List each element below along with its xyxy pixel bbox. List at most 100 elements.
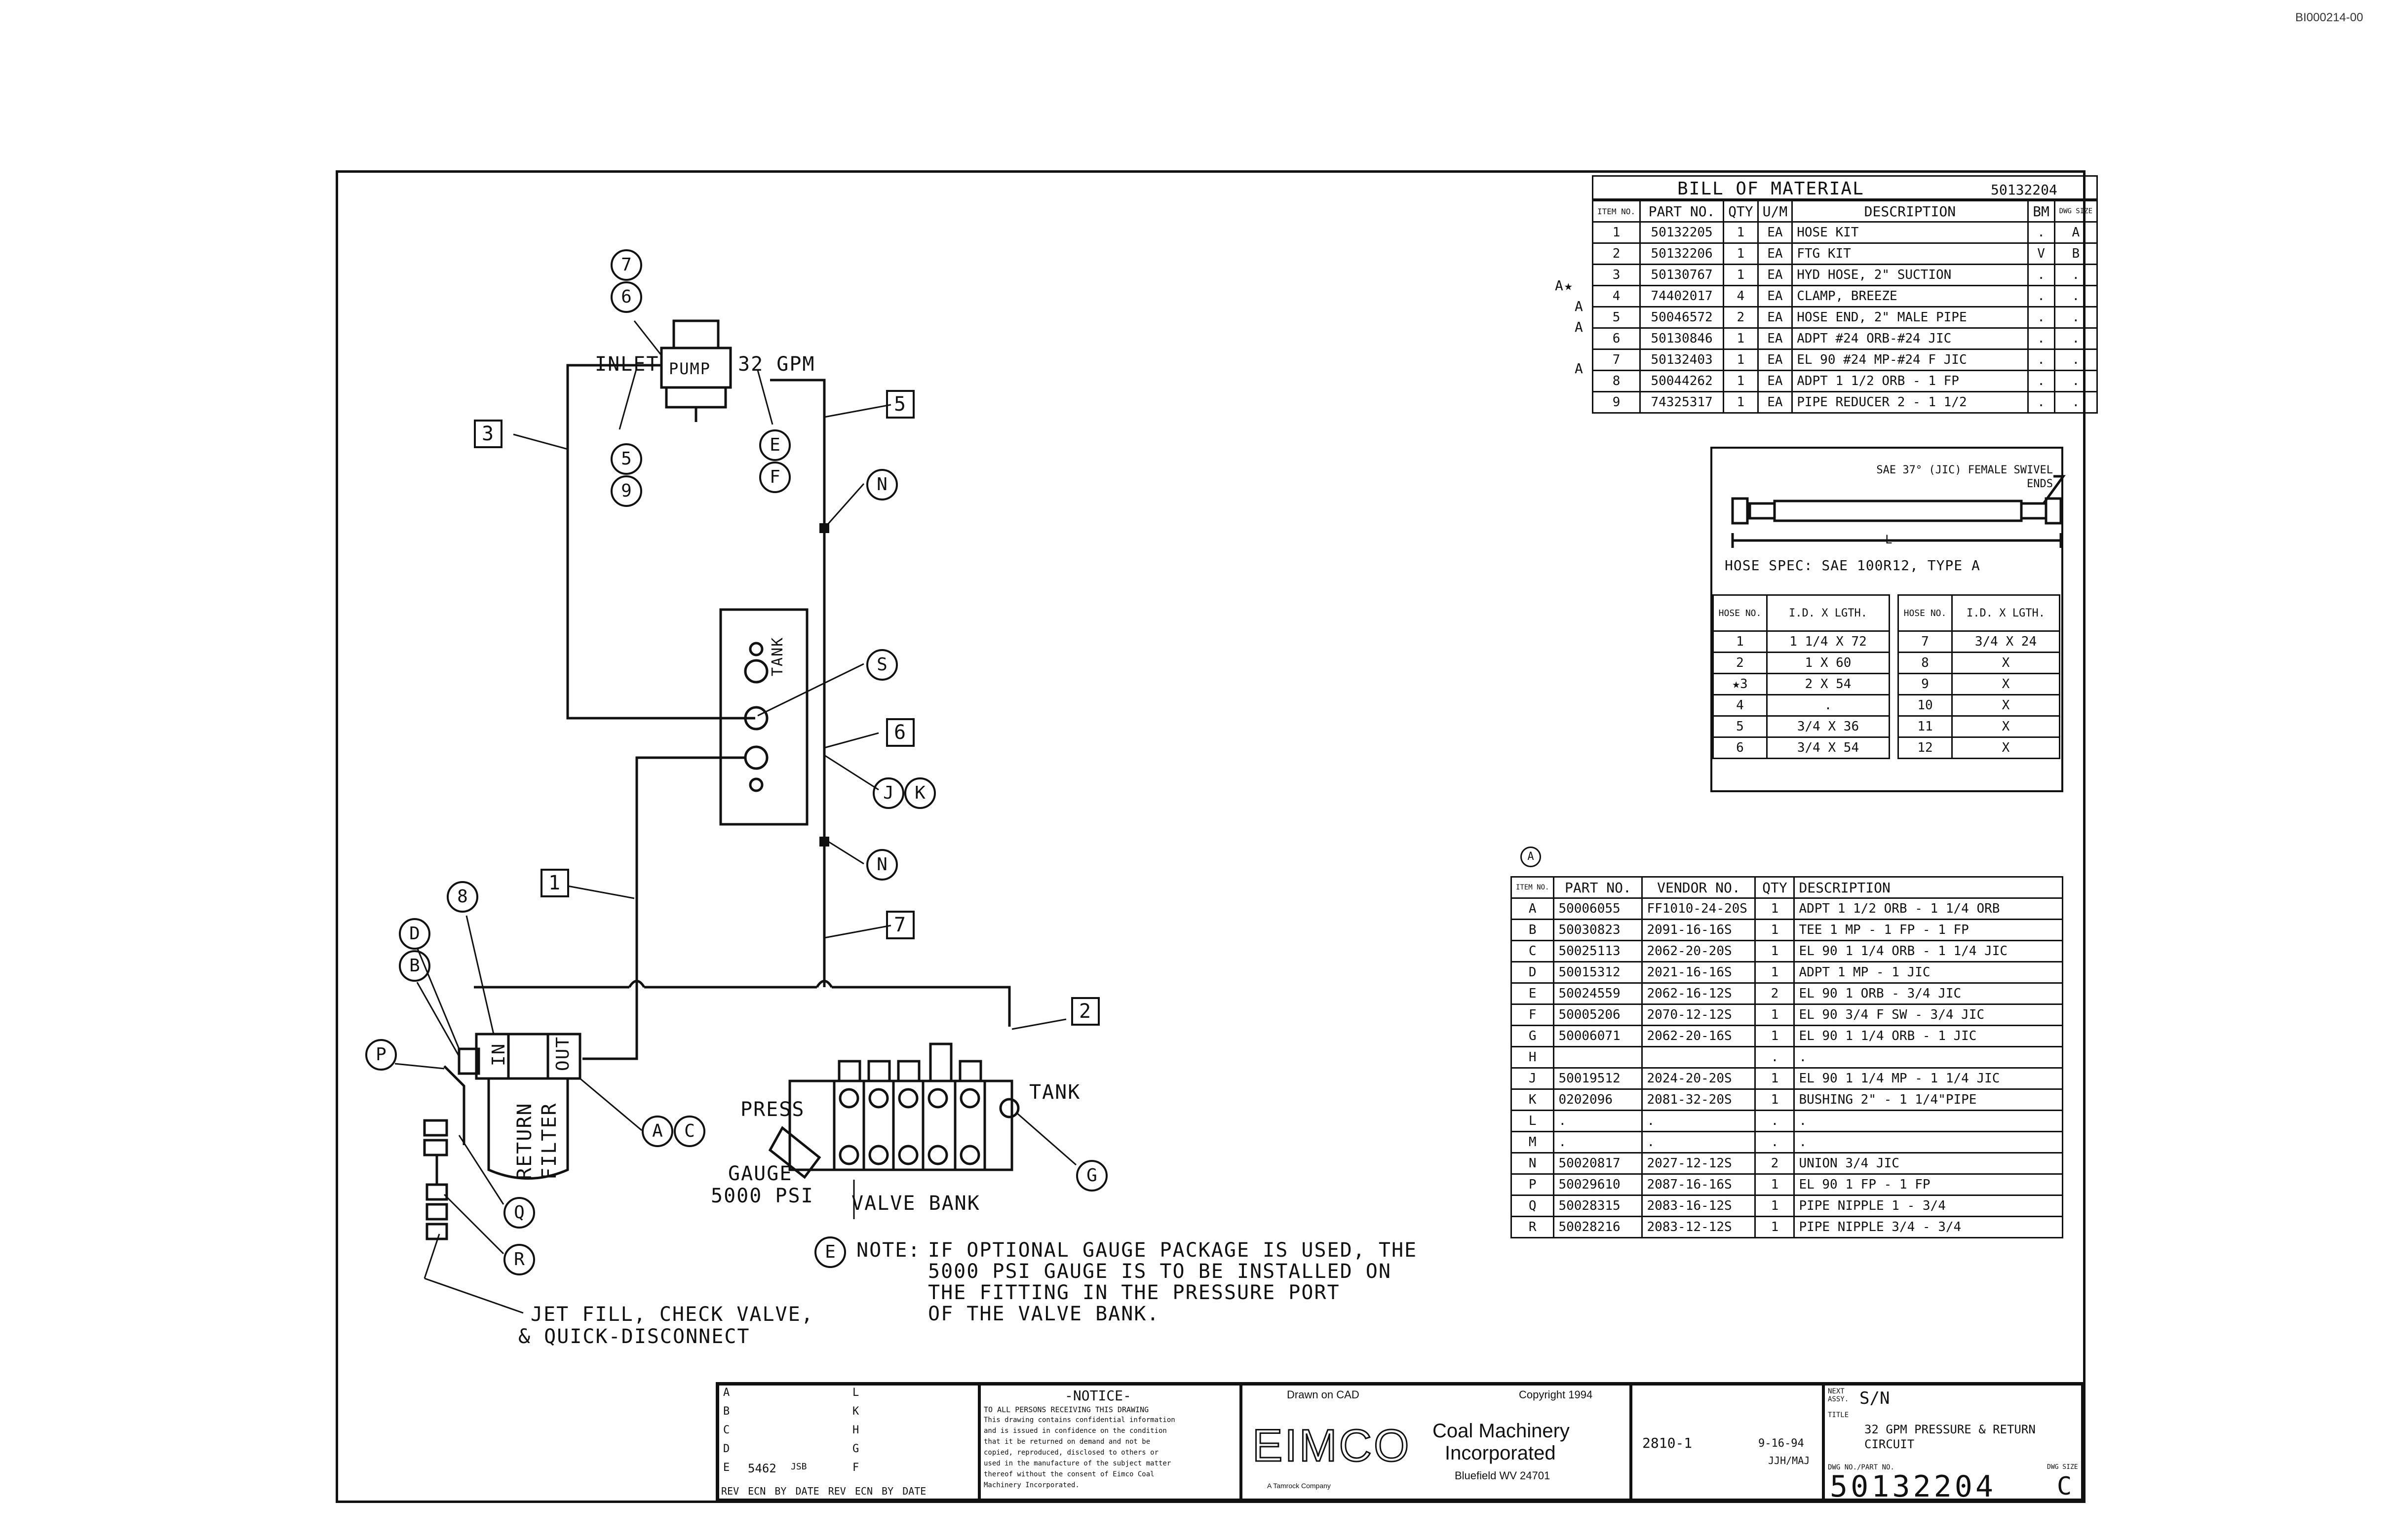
notice-line: Machinery Incorporated. [984, 1481, 1080, 1489]
fitting-cell: EL 90 1 ORB - 3/4 JIC [1793, 982, 2063, 1005]
notice-line: thereof without the consent of Eimco Coa… [984, 1470, 1155, 1478]
hose-cell: 3/4 X 54 [1766, 736, 1890, 759]
fitting-cell: 1 [1754, 1003, 1795, 1026]
notice-line: and is issued in confidence on the condi… [984, 1427, 1167, 1435]
bom-cell: EA [1757, 242, 1793, 265]
callout-circle: P [365, 1039, 397, 1071]
filter-in-label: IN [489, 1042, 509, 1066]
drawing-frame [336, 170, 2086, 1503]
document-id: BI000214-00 [2295, 11, 2363, 24]
bom-mark: A [1575, 319, 1584, 335]
fitting-cell: TEE 1 MP - 1 FP - 1 FP [1793, 919, 2063, 941]
rev-header: ECN [854, 1485, 873, 1497]
company-block: Drawn on CAD Copyright 1994 EIMCO Coal M… [1241, 1384, 1631, 1501]
hose-header-no: HOSE NO. [1897, 594, 1953, 632]
hose-cell: ★3 [1712, 673, 1768, 695]
bom-cell: . [2027, 391, 2055, 414]
fitting-cell: 1 [1754, 1025, 1795, 1047]
hose-cell: 10 [1897, 694, 1953, 717]
notice-box: -NOTICE- TO ALL PERSONS RECEIVING THIS D… [979, 1384, 1241, 1501]
fitting-cell: G [1510, 1025, 1555, 1047]
rev-header: BY [774, 1485, 787, 1497]
rev-mark: L [852, 1386, 859, 1399]
bom-cell: EA [1757, 348, 1793, 371]
revision-grid: A B C D E L K H G F 5462 JSB REV ECN BY … [718, 1384, 979, 1501]
fitting-cell: 2062-20-20S [1641, 940, 1756, 962]
fitting-cell [1553, 1046, 1643, 1069]
bom-cell: . [2027, 285, 2055, 308]
title-block: A B C D E L K H G F 5462 JSB REV ECN BY … [716, 1382, 2083, 1504]
fitting-cell: . [1641, 1131, 1756, 1154]
callout-circle: N [866, 469, 898, 500]
rev-header: REV [721, 1485, 739, 1497]
callout-circle: R [503, 1244, 535, 1275]
bom-cell: FTG KIT [1791, 242, 2029, 265]
fitting-cell: H [1510, 1046, 1555, 1069]
hose-cell: 12 [1897, 736, 1953, 759]
fitting-cell: L [1510, 1110, 1555, 1132]
bom-title: BILL OF MATERIAL [1677, 179, 1864, 199]
callout-box: 2 [1071, 997, 1100, 1026]
fitting-cell: 50029610 [1553, 1173, 1643, 1196]
fitting-cell: B [1510, 919, 1555, 941]
callout-box: 1 [541, 869, 570, 897]
next-assy-label: NEXT ASSY. [1828, 1387, 1849, 1403]
notice-line: used in the manufacture of the subject m… [984, 1460, 1171, 1467]
callout-circle: A [642, 1116, 673, 1147]
gpm-label: 32 GPM [738, 353, 815, 376]
company-name-1: Coal Machinery [1432, 1420, 1570, 1442]
fitting-cell: 2 [1754, 982, 1795, 1005]
bom-cell: . [2027, 348, 2055, 371]
eimco-logo: EIMCO [1252, 1420, 1411, 1472]
fitting-cell: D [1510, 961, 1555, 984]
fitting-row: M.... [1510, 1131, 2063, 1154]
fitting-header-row: ITEM NO. PART NO. VENDOR NO. QTY DESCRIP… [1510, 876, 2063, 899]
fitting-cell: 2083-12-12S [1641, 1216, 1756, 1238]
gauge-psi-label: 5000 PSI [711, 1185, 814, 1207]
rev-mark: F [852, 1462, 859, 1474]
fitting-cell: 50020817 [1553, 1152, 1643, 1175]
bom-mark: A★ [1555, 277, 1574, 294]
rev-mark: A [723, 1386, 730, 1399]
rev-mark: D [723, 1443, 730, 1455]
pump-label: PUMP [669, 359, 711, 378]
press-label: PRESS [740, 1098, 805, 1121]
callout-circle: 7 [611, 249, 642, 281]
fitting-cell: 50015312 [1553, 961, 1643, 984]
bom-cell: 50044262 [1639, 370, 1725, 392]
fitting-cell: PIPE NIPPLE 1 - 3/4 [1793, 1194, 2063, 1217]
fitting-cell: 50028315 [1553, 1194, 1643, 1217]
bom-cell: EA [1757, 221, 1793, 244]
notice-line: TO ALL PERSONS RECEIVING THIS DRAWING [984, 1405, 1149, 1414]
fitting-cell: EL 90 1 1/4 ORB - 1 1/4 JIC [1793, 940, 2063, 962]
bom-cell: 1 [1723, 348, 1759, 371]
drawing-size: C [2057, 1472, 2072, 1501]
bom-cell: 1 [1723, 370, 1759, 392]
fitting-cell: PIPE NIPPLE 3/4 - 3/4 [1793, 1216, 2063, 1238]
fitting-cell: 1 [1754, 1173, 1795, 1196]
callout-circle: E [814, 1236, 846, 1268]
fitting-header-qty: QTY [1754, 876, 1795, 899]
hose-cell: 3/4 X 36 [1766, 715, 1890, 738]
fitting-cell: P [1510, 1173, 1555, 1196]
fitting-cell: 1 [1754, 940, 1795, 962]
fitting-cell: EL 90 1 1/4 ORB - 1 JIC [1793, 1025, 2063, 1047]
rev-ecn-entry: 5462 [748, 1462, 776, 1475]
company-city: Bluefield WV 24701 [1455, 1469, 1550, 1482]
fitting-cell: 1 [1754, 1216, 1795, 1238]
bom-cell: 7 [1591, 348, 1641, 371]
hose-cell: 11 [1897, 715, 1953, 738]
company-name-2: Incorporated [1445, 1442, 1556, 1464]
fitting-row: L.... [1510, 1110, 2063, 1132]
